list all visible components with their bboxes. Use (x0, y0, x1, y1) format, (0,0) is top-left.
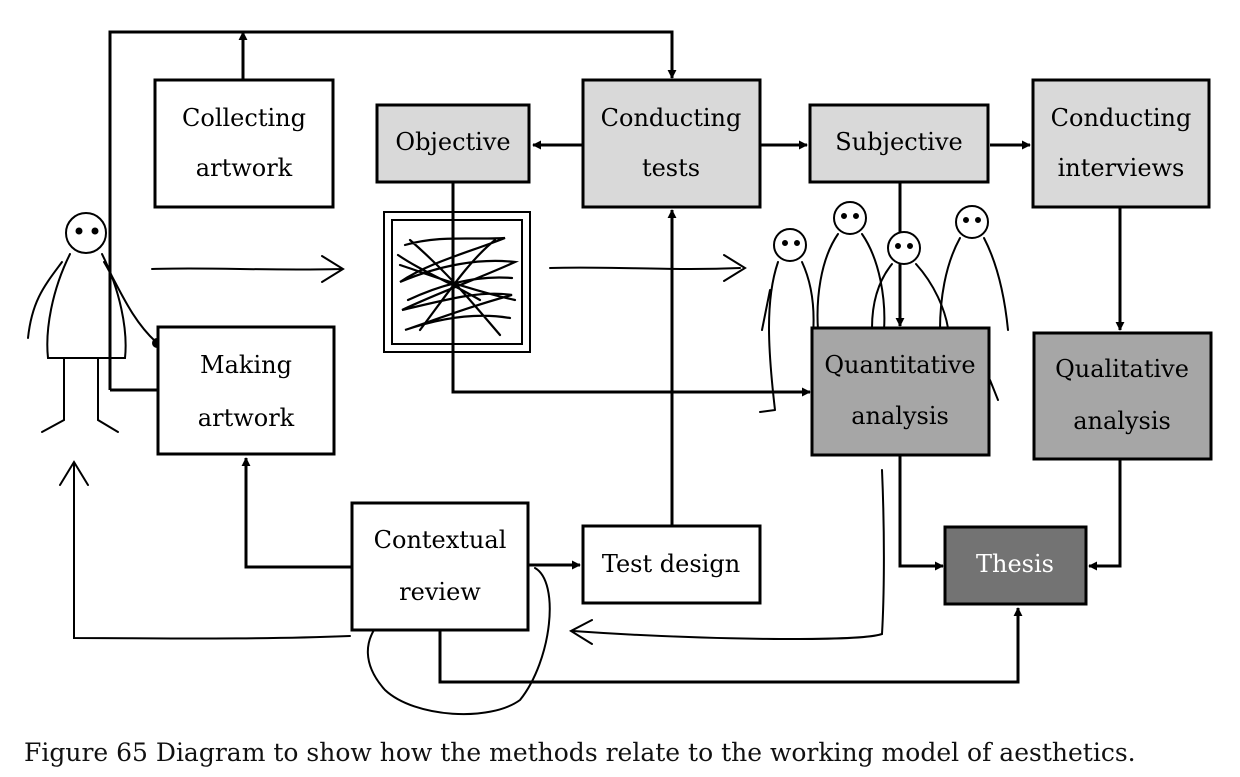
artist-figure-icon (27, 212, 162, 433)
svg-text:analysis: analysis (1073, 407, 1171, 435)
arrow-quantitative-to-thesis (898, 456, 944, 571)
arrow-qualitative-to-thesis (1088, 460, 1122, 571)
box-contextual-review: Contextual review (350, 501, 530, 632)
svg-text:review: review (399, 578, 481, 606)
svg-text:artwork: artwork (198, 404, 295, 432)
svg-text:Conducting: Conducting (1051, 104, 1192, 132)
hand-arrow-feedback-to-figure (59, 460, 351, 640)
svg-text:artwork: artwork (196, 154, 293, 182)
connectors (108, 30, 1125, 684)
box-objective: Objective (375, 103, 531, 184)
arrow-contextual-to-making (241, 457, 352, 569)
svg-text:interviews: interviews (1058, 154, 1185, 182)
box-subjective: Subjective (808, 103, 990, 184)
svg-text:Thesis: Thesis (976, 550, 1054, 578)
hand-drawn-strokes (59, 254, 885, 716)
box-conducting-tests: Conducting tests (581, 78, 762, 209)
box-collecting-artwork: Collecting artwork (153, 78, 335, 209)
arrow-contextual-to-thesis (438, 607, 1023, 684)
hand-arrow-artwork-to-audience (549, 254, 747, 282)
box-qualitative-analysis: Qualitative analysis (1032, 331, 1213, 461)
svg-text:analysis: analysis (851, 402, 949, 430)
hand-loop-contextual (366, 567, 551, 716)
scribble-artwork (383, 211, 531, 353)
box-test-design: Test design (581, 524, 762, 605)
svg-text:Making: Making (200, 351, 292, 379)
box-thesis: Thesis (943, 525, 1088, 606)
box-conducting-interviews: Conducting interviews (1031, 78, 1211, 209)
svg-text:Test design: Test design (602, 550, 740, 578)
svg-text:Collecting: Collecting (182, 104, 306, 132)
arrow-top-loop-to-tests (108, 30, 677, 390)
svg-text:Objective: Objective (395, 128, 510, 156)
box-making-artwork: Making artwork (156, 325, 336, 456)
svg-text:Conducting: Conducting (601, 104, 742, 132)
audience-figures-icon (759, 201, 1009, 413)
box-quantitative-analysis: Quantitative analysis (810, 326, 991, 457)
hand-arrow-quantitative-return (568, 469, 885, 645)
hand-arrow-figure-to-artwork (151, 255, 345, 283)
arrow-objective-to-quantitative (451, 183, 811, 397)
svg-text:tests: tests (642, 154, 700, 182)
svg-text:Subjective: Subjective (835, 128, 962, 156)
figure-caption: Figure 65 Diagram to show how the method… (24, 738, 1136, 767)
svg-text:Quantitative: Quantitative (824, 351, 975, 379)
svg-text:Contextual: Contextual (374, 526, 507, 554)
methods-diagram: Collecting artwork Objective Conducting … (27, 30, 1213, 716)
svg-text:Qualitative: Qualitative (1055, 355, 1189, 383)
